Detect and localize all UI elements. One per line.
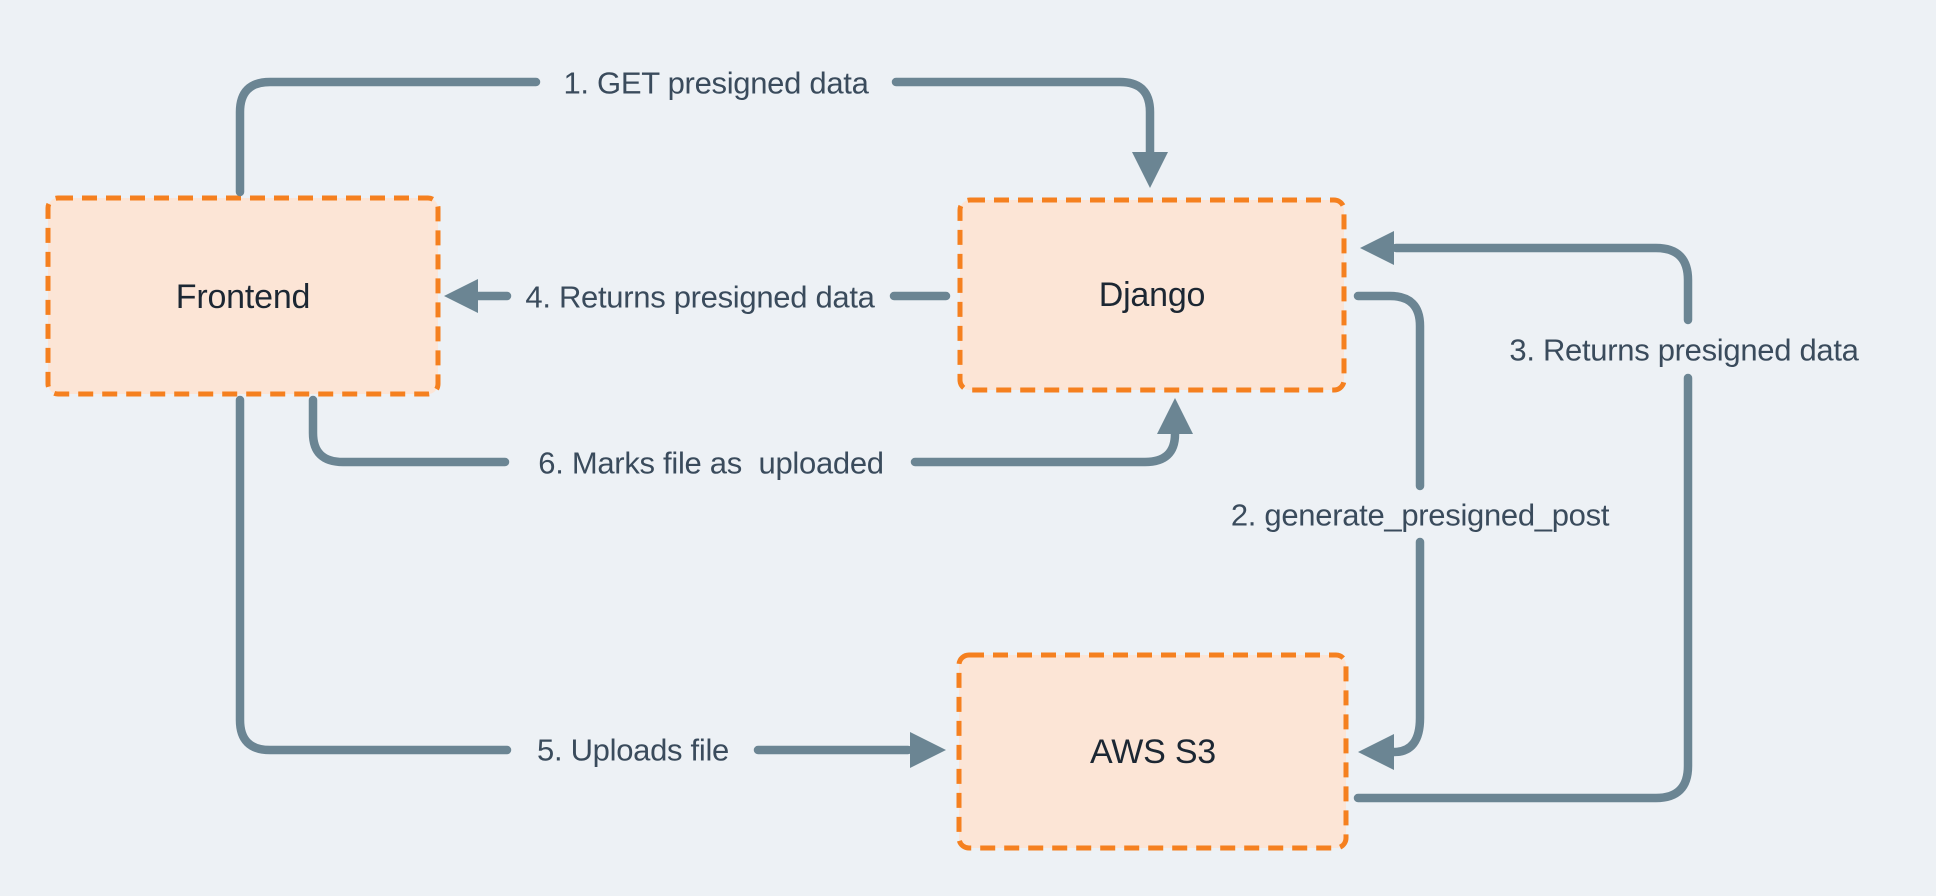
arrow-6-marks-file-uploaded: [308, 395, 510, 467]
arrow-2-arrowhead: [1358, 734, 1394, 770]
step-3-label: 3. Returns presigned data: [1509, 332, 1859, 368]
arrow-3-arrowhead: [1360, 231, 1394, 265]
arrow-1-get-presigned-data: [235, 77, 541, 197]
node-django-box: [957, 197, 1347, 393]
node-django-label: Django: [1098, 276, 1206, 314]
arrow-1-arrowhead: [1132, 152, 1168, 188]
arrow-2-generate-presigned-post: [1353, 291, 1425, 491]
arrow-3-returns-presigned-data-tail: [1391, 243, 1693, 325]
arrow-6-arrowhead: [1157, 398, 1193, 434]
node-aws-s3-label: AWS S3: [1089, 733, 1217, 771]
arrow-2-generate-presigned-post-tail: [1389, 537, 1425, 757]
node-frontend-label: Frontend: [175, 278, 311, 316]
step-1-label: 1. GET presigned data: [563, 65, 869, 101]
step-4-label: 4. Returns presigned data: [525, 279, 875, 315]
arrow-6-marks-file-uploaded-tail: [910, 429, 1180, 467]
arrow-5-uploads-file: [235, 395, 512, 755]
step-2-label: 2. generate_presigned_post: [1230, 497, 1610, 533]
arrow-1-get-presigned-data-tail: [891, 77, 1155, 157]
arrow-4-arrowhead: [444, 279, 478, 313]
arrow-3-returns-presigned-data: [1353, 373, 1693, 803]
node-frontend-box: [45, 195, 441, 397]
node-aws-s3-box: [956, 652, 1349, 851]
step-6-label: 6. Marks file as uploaded: [538, 445, 884, 481]
step-5-label: 5. Uploads file: [537, 732, 729, 768]
arrow-5-arrowhead: [910, 732, 946, 768]
